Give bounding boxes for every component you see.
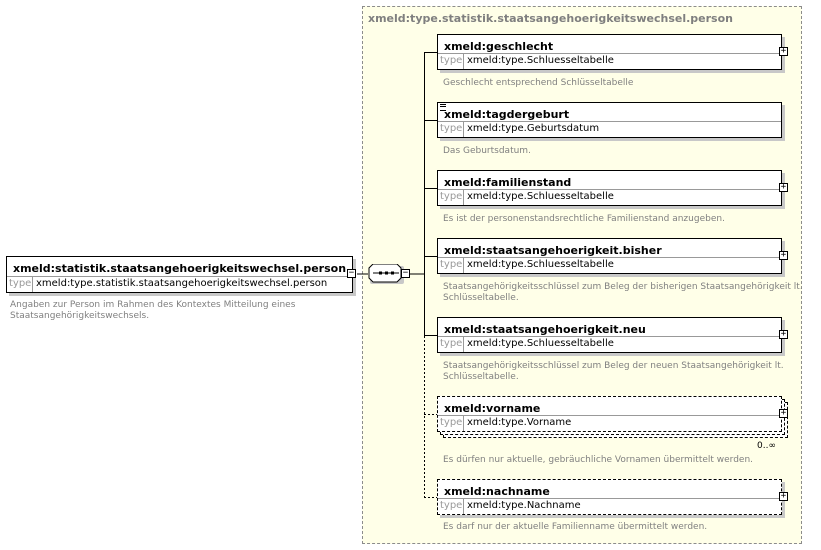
complex-type-title: xmeld:type.statistik.staatsangehoerigkei… xyxy=(368,12,733,25)
element-type-row: type xmeld:type.Nachname xyxy=(438,498,781,514)
sequence-compositor-icon[interactable] xyxy=(368,263,404,284)
expand-plus-icon[interactable]: + xyxy=(779,491,788,501)
type-label: type xyxy=(440,55,463,66)
type-value: xmeld:type.Schluesseltabelle xyxy=(467,55,614,66)
annotation-line1: Es dürfen nur aktuelle, gebräuchliche Vo… xyxy=(443,455,754,465)
type-separator xyxy=(463,416,464,431)
annotation-line1: Es darf nur der aktuelle Familienname üb… xyxy=(443,522,708,532)
annotation-line1: Es ist der personenstandsrechtliche Fami… xyxy=(443,214,725,224)
root-annotation-line2: Staatsangehörigkeitswechsels. xyxy=(10,311,150,321)
element-annotation: Es dürfen nur aktuelle, gebräuchliche Vo… xyxy=(443,455,753,466)
type-value: xmeld:type.statistik.staatsangehoerigkei… xyxy=(36,278,328,289)
element-type-row: type xmeld:type.Schluesseltabelle xyxy=(438,189,781,205)
type-value: xmeld:type.Geburtsdatum xyxy=(467,123,600,134)
documentation-icon xyxy=(440,104,446,111)
element-name: xmeld:familienstand xyxy=(444,176,572,189)
annotation-line2: Schlüsseltabelle. xyxy=(443,293,519,303)
element-annotation: Geschlecht entsprechend Schlüsseltabelle xyxy=(443,78,633,89)
element-name: xmeld:staatsangehoerigkeit.neu xyxy=(444,323,646,336)
type-label: type xyxy=(440,191,463,202)
annotation-line1: Das Geburtsdatum. xyxy=(443,146,531,156)
element-staatsangehoerigkeit-bisher[interactable]: xmeld:staatsangehoerigkeit.bisher type x… xyxy=(437,238,782,274)
type-label: type xyxy=(440,123,463,134)
type-label: type xyxy=(440,259,463,270)
element-vorname[interactable]: xmeld:vorname type xmeld:type.Vorname xyxy=(437,396,782,432)
annotation-line1: Staatsangehörigkeitsschlüssel zum Beleg … xyxy=(443,282,803,292)
element-type-row: type xmeld:type.Vorname xyxy=(438,415,781,431)
expand-plus-icon[interactable]: + xyxy=(779,329,788,339)
expand-plus-icon[interactable]: + xyxy=(779,250,788,260)
element-annotation: Es darf nur der aktuelle Familienname üb… xyxy=(443,522,707,533)
element-type-row: type xmeld:type.Schluesseltabelle xyxy=(438,257,781,273)
element-annotation: Staatsangehörigkeitsschlüssel zum Beleg … xyxy=(443,282,803,304)
element-annotation: Es ist der personenstandsrechtliche Fami… xyxy=(443,214,725,225)
element-name: xmeld:tagdergeburt xyxy=(444,108,570,121)
element-name: xmeld:staatsangehoerigkeit.bisher xyxy=(444,244,662,257)
root-type-row: type xmeld:type.statistik.staatsangehoer… xyxy=(7,276,352,292)
collapse-minus-icon[interactable]: − xyxy=(347,268,356,278)
element-annotation: Staatsangehörigkeitsschlüssel zum Beleg … xyxy=(443,361,784,383)
annotation-line1: Staatsangehörigkeitsschlüssel zum Beleg … xyxy=(443,361,784,371)
type-label: type xyxy=(440,338,463,349)
type-separator xyxy=(463,258,464,273)
root-element-box[interactable]: xmeld:statistik.staatsangehoerigkeitswec… xyxy=(6,256,353,293)
type-value: xmeld:type.Vorname xyxy=(467,417,572,428)
annotation-line2: Schlüsseltabelle. xyxy=(443,372,519,382)
expand-plus-icon[interactable]: + xyxy=(779,46,788,56)
type-value: xmeld:type.Schluesseltabelle xyxy=(467,259,614,270)
element-geschlecht[interactable]: xmeld:geschlecht type xmeld:type.Schlues… xyxy=(437,34,782,70)
element-name: xmeld:vorname xyxy=(444,402,541,415)
element-nachname[interactable]: xmeld:nachname type xmeld:type.Nachname xyxy=(437,479,782,515)
type-separator xyxy=(463,190,464,205)
element-type-row: type xmeld:type.Schluesseltabelle xyxy=(438,336,781,352)
sequence-collapse-minus-icon[interactable]: − xyxy=(401,268,410,278)
element-tagdergeburt[interactable]: xmeld:tagdergeburt type xmeld:type.Gebur… xyxy=(437,102,782,138)
element-type-row: type xmeld:type.Geburtsdatum xyxy=(438,121,781,137)
type-label: type xyxy=(440,417,463,428)
element-staatsangehoerigkeit-neu[interactable]: xmeld:staatsangehoerigkeit.neu type xmel… xyxy=(437,317,782,353)
type-value: xmeld:type.Schluesseltabelle xyxy=(467,338,614,349)
element-type-row: type xmeld:type.Schluesseltabelle xyxy=(438,53,781,69)
annotation-line1: Geschlecht entsprechend Schlüsseltabelle xyxy=(443,78,634,88)
element-name: xmeld:geschlecht xyxy=(444,40,554,53)
cardinality-label: 0..∞ xyxy=(757,441,776,451)
type-separator xyxy=(463,337,464,352)
type-label: type xyxy=(9,278,32,289)
root-annotation: Angaben zur Person im Rahmen des Kontext… xyxy=(10,300,295,322)
element-familienstand[interactable]: xmeld:familienstand type xmeld:type.Schl… xyxy=(437,170,782,206)
root-element-name: xmeld:statistik.staatsangehoerigkeitswec… xyxy=(13,262,347,275)
type-separator xyxy=(32,277,33,292)
type-label: type xyxy=(440,500,463,511)
root-annotation-line1: Angaben zur Person im Rahmen des Kontext… xyxy=(10,300,296,310)
type-value: xmeld:type.Schluesseltabelle xyxy=(467,191,614,202)
element-annotation: Das Geburtsdatum. xyxy=(443,146,531,157)
type-separator xyxy=(463,122,464,137)
expand-plus-icon[interactable]: + xyxy=(779,408,788,418)
type-separator xyxy=(463,499,464,514)
expand-plus-icon[interactable]: + xyxy=(779,182,788,192)
type-separator xyxy=(463,54,464,69)
type-value: xmeld:type.Nachname xyxy=(467,500,581,511)
element-name: xmeld:nachname xyxy=(444,485,550,498)
